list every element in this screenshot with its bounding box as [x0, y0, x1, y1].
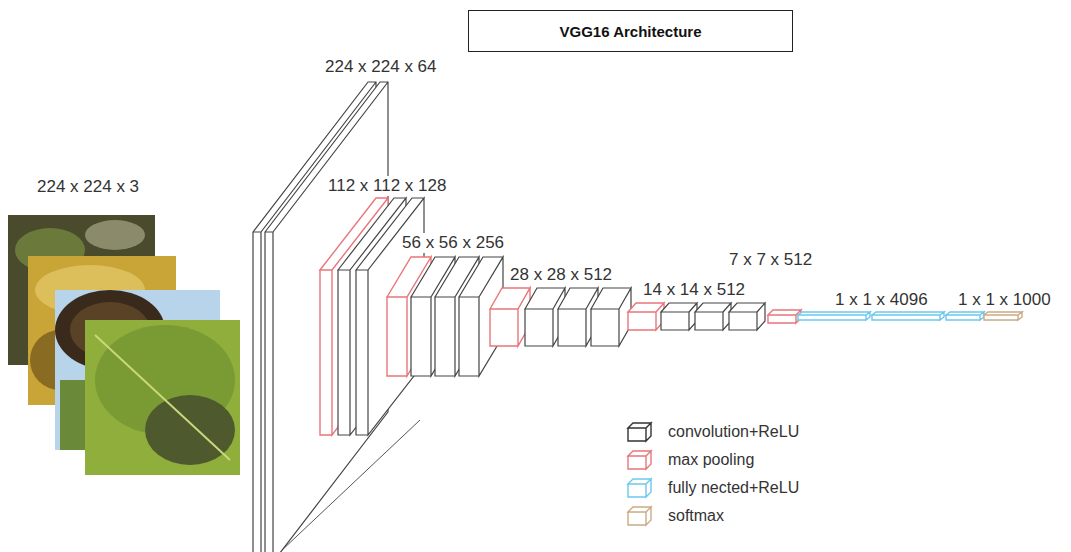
legend-row: convolution+ReLU	[626, 421, 799, 443]
legend-swatch	[626, 421, 654, 443]
legend-text: softmax	[668, 507, 724, 525]
softmax-layer	[984, 312, 1022, 320]
dimension-label: 1 x 1 x 1000	[956, 290, 1053, 310]
conv-layers	[525, 288, 631, 346]
dimension-label: 56 x 56 x 256	[400, 233, 506, 253]
legend-text: convolution+ReLU	[668, 423, 799, 441]
conv-layers	[661, 303, 765, 330]
dimension-label: 224 x 224 x 3	[35, 177, 141, 197]
pool-layer	[628, 303, 664, 330]
legend-text: max pooling	[668, 451, 754, 469]
dimension-label: 7 x 7 x 512	[727, 250, 814, 270]
legend-row: fully nected+ReLU	[626, 477, 799, 499]
conv-layers	[411, 257, 503, 376]
legend-row: max pooling	[626, 449, 754, 471]
fc-layers	[798, 312, 984, 320]
dimension-label: 14 x 14 x 512	[641, 280, 747, 300]
diagram-title: VGG16 Architecture	[560, 23, 702, 40]
dimension-label: 112 x 112 x 128	[326, 176, 448, 196]
pool-layer	[768, 310, 801, 323]
legend-swatch	[626, 505, 654, 527]
dimension-label: 224 x 224 x 64	[323, 57, 439, 77]
legend-swatch	[626, 477, 654, 499]
legend-row: softmax	[626, 505, 724, 527]
title-box: VGG16 Architecture	[468, 10, 793, 52]
dimension-label: 28 x 28 x 512	[508, 265, 614, 285]
legend-text: fully nected+ReLU	[668, 479, 799, 497]
dimension-label: 1 x 1 x 4096	[833, 290, 930, 310]
legend-swatch	[626, 449, 654, 471]
input-images	[8, 215, 240, 475]
pool-layer	[490, 288, 530, 346]
